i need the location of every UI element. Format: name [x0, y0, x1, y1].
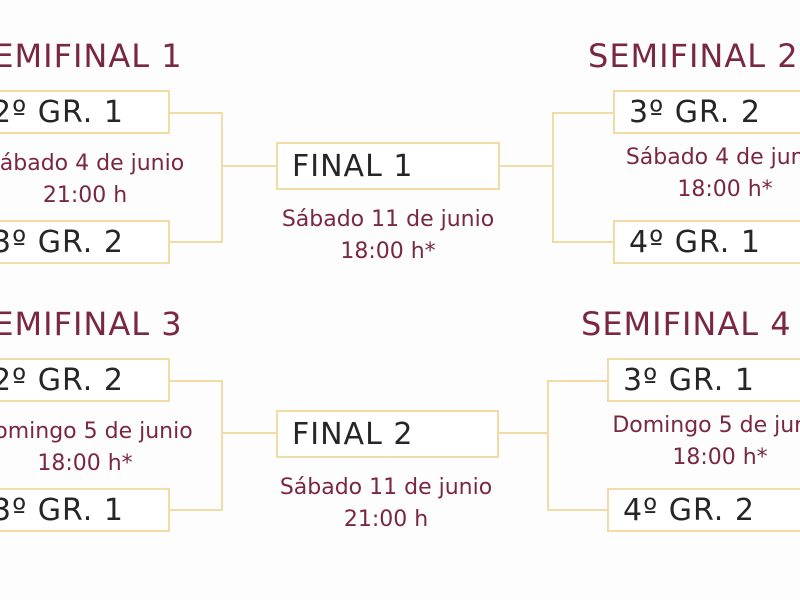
final-2-date: Sábado 11 de junio [279, 475, 493, 500]
semifinal-2-title: SEMIFINAL 2 [588, 37, 799, 75]
semifinal-3-team-top: 2º GR. 2 [0, 358, 170, 402]
semifinal-4-time: 18:00 h* [672, 445, 768, 470]
semifinal-4-date: Domingo 5 de junio [612, 413, 800, 438]
semifinal-2-time: 18:00 h* [677, 177, 773, 202]
semifinal-2-team-top: 3º GR. 2 [613, 90, 800, 134]
semifinal-1-time: 21:00 h [42, 183, 128, 208]
semifinal-3-schedule: Domingo 5 de junio 18:00 h* [0, 416, 250, 480]
final-2-time: 21:00 h [343, 507, 429, 532]
semifinal-2-date: Sábado 4 de junio [625, 145, 800, 170]
final-1-schedule: Sábado 11 de junio 18:00 h* [238, 204, 538, 268]
final-1-date: Sábado 11 de junio [281, 207, 495, 232]
semifinal-1-schedule: Sábado 4 de junio 21:00 h [0, 148, 250, 212]
final-2-box: FINAL 2 [276, 410, 499, 458]
semifinal-4-team-bottom: 4º GR. 2 [607, 488, 800, 532]
semifinal-3-date: Domingo 5 de junio [0, 419, 193, 444]
final-1-time: 18:00 h* [340, 239, 436, 264]
final-1-box: FINAL 1 [276, 142, 500, 190]
semifinal-1-team-bottom: 3º GR. 2 [0, 220, 170, 264]
semifinal-1-team-top: 2º GR. 1 [0, 90, 170, 134]
semifinal-3-title: SEMIFINAL 3 [0, 305, 183, 343]
semifinal-4-team-top: 3º GR. 1 [607, 358, 800, 402]
semifinal-4-title: SEMIFINAL 4 [581, 305, 792, 343]
semifinal-4-schedule: Domingo 5 de junio 18:00 h* [540, 410, 800, 474]
semifinal-2-team-bottom: 4º GR. 1 [613, 220, 800, 264]
final-2-schedule: Sábado 11 de junio 21:00 h [236, 472, 536, 536]
semifinal-3-time: 18:00 h* [37, 451, 133, 476]
semifinal-2-schedule: Sábado 4 de junio 18:00 h* [560, 142, 800, 206]
semifinal-3-team-bottom: 3º GR. 1 [0, 488, 170, 532]
semifinal-1-title: SEMIFINAL 1 [0, 37, 183, 75]
semifinal-1-date: Sábado 4 de junio [0, 151, 185, 176]
